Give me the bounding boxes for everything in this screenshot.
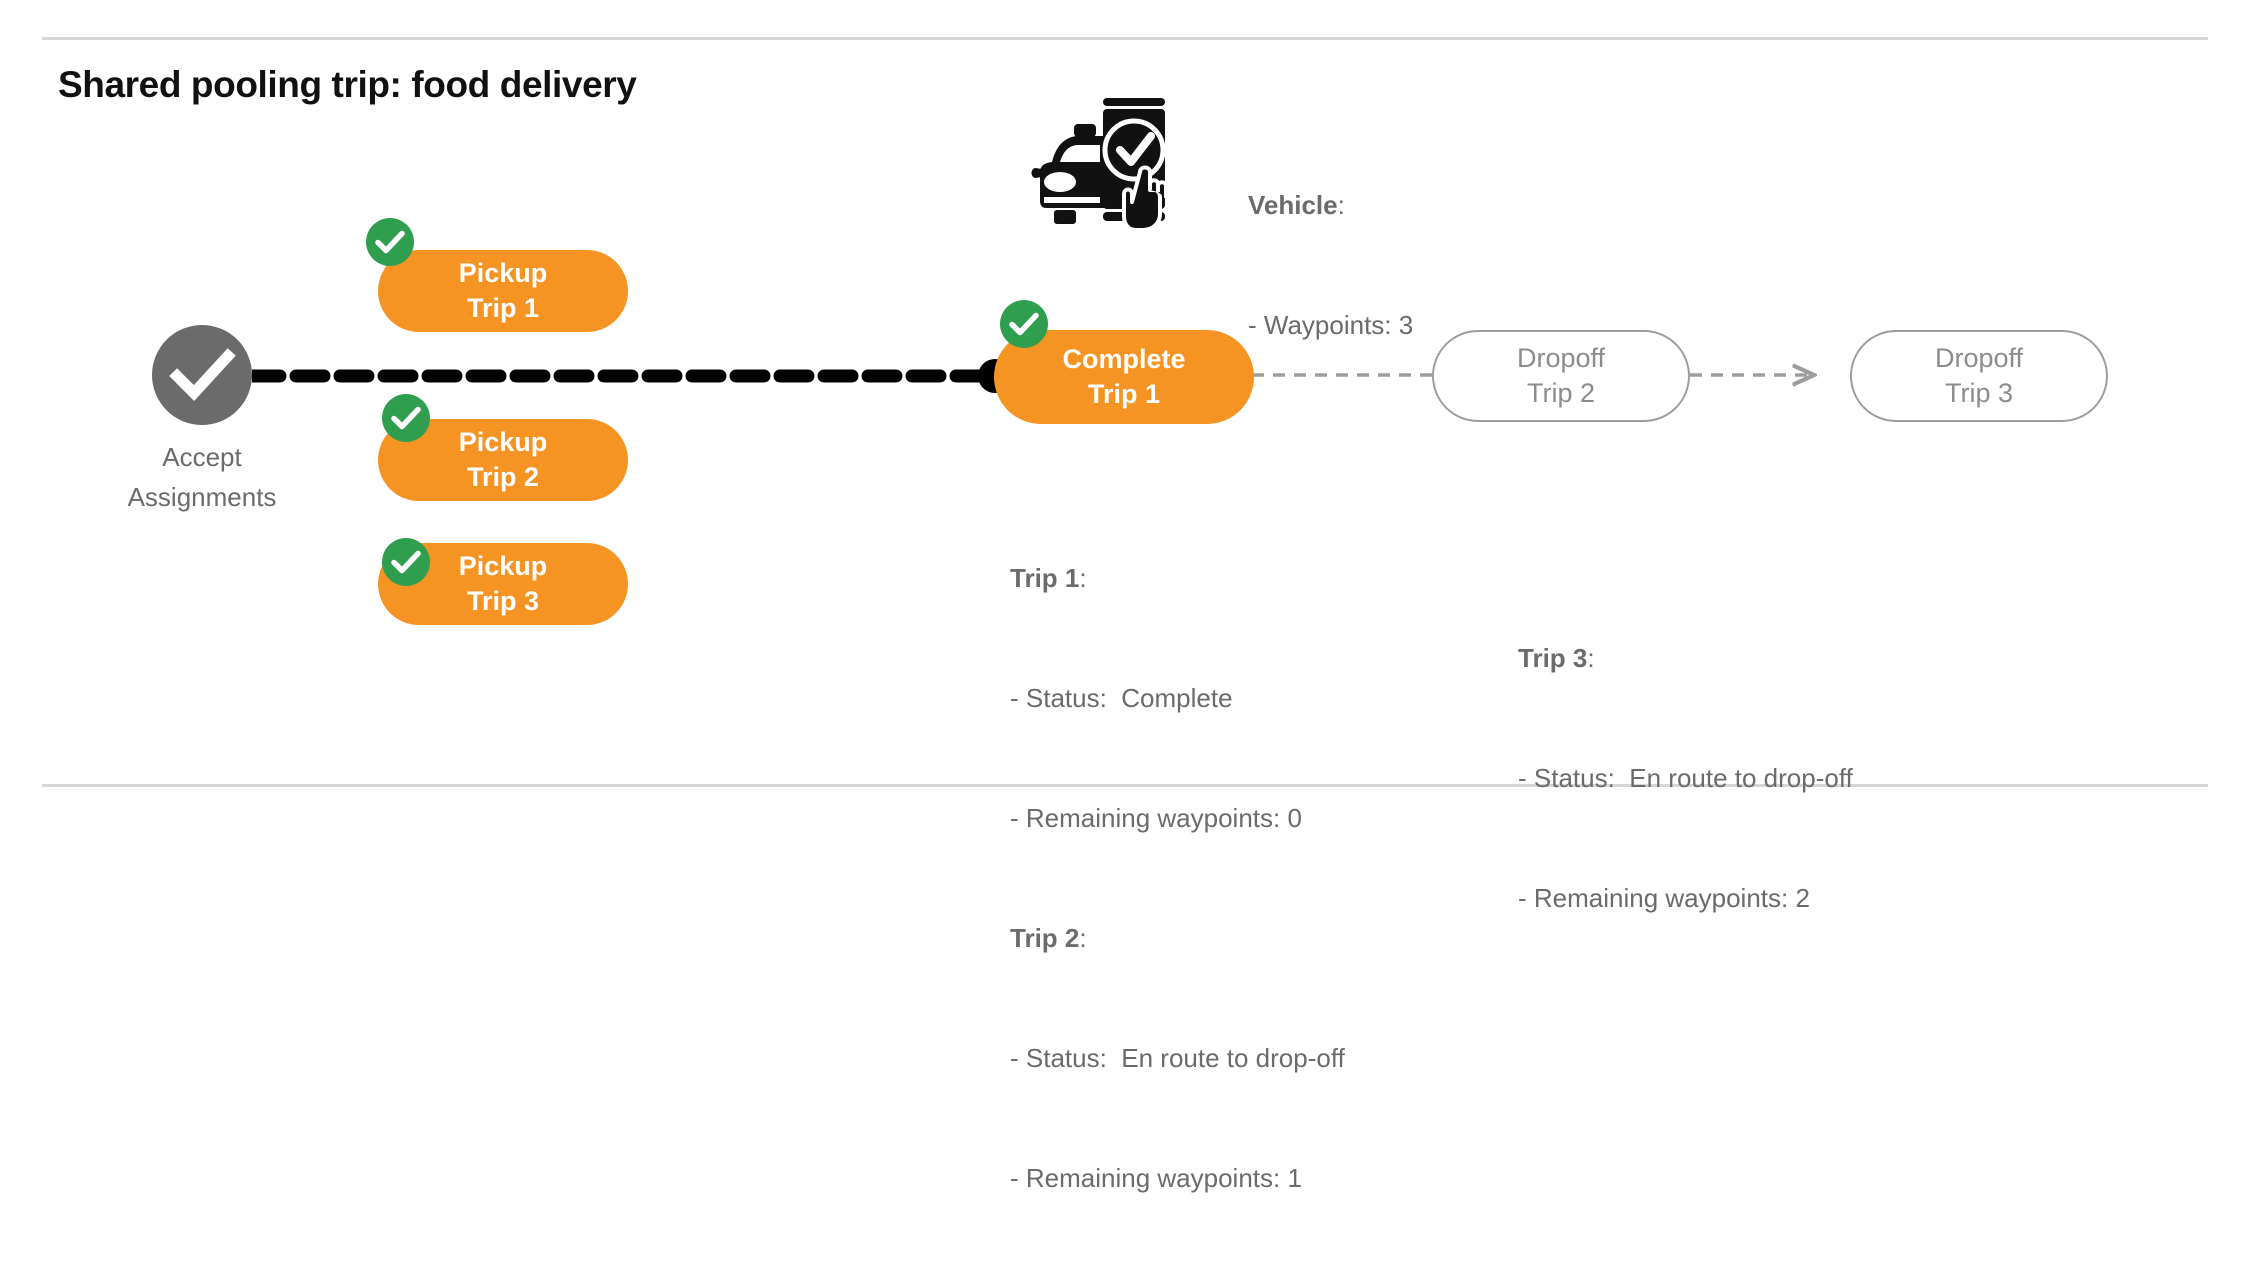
trip-3-info-block: Trip 3: - Status: En route to drop-off -… (1518, 558, 1853, 998)
complete-trip-1-line1: Complete (1062, 344, 1186, 374)
trip-2-waypoints: - Remaining waypoints: 1 (1010, 1163, 1302, 1193)
dropoff-trip-2-line1: Dropoff (1516, 343, 1606, 373)
diagram-slide: Shared pooling trip: food delivery (42, 37, 2208, 1193)
bottom-divider (42, 784, 2208, 787)
dropoff-trip-2-node[interactable]: Dropoff Trip 2 (1432, 330, 1690, 422)
trip-2-heading: Trip 2 (1010, 923, 1080, 953)
vehicle-info-block: Vehicle: - Waypoints: 3 (1248, 105, 1413, 425)
car-phone-check-icon (1030, 90, 1190, 232)
vehicle-info-heading: Vehicle (1248, 190, 1338, 220)
connector-dropoff2-to-dropoff3 (1690, 362, 1825, 388)
pickup-trip-3-check-icon (382, 538, 430, 586)
trip-1-status: - Status: Complete (1010, 683, 1233, 713)
pickup-trip-1-line2: Trip 1 (466, 293, 540, 323)
connector-accept-to-complete (245, 369, 1001, 383)
check-circle-icon (152, 325, 252, 425)
trip-1-2-info-block: Trip 1: - Status: Complete - Remaining w… (1010, 478, 1345, 1278)
pickup-trip-2-line1: Pickup (458, 427, 548, 457)
trip-3-heading-suffix: : (1587, 643, 1595, 673)
dropoff-trip-3-line2: Trip 3 (1944, 378, 2013, 408)
vehicle-info-heading-row: Vehicle: (1248, 185, 1413, 225)
trip-1-heading-row: Trip 1: (1010, 558, 1345, 598)
pickup-trip-1-check-icon (366, 218, 414, 266)
accept-assignments-label: Accept Assignments (127, 442, 277, 512)
trip-3-status: - Status: En route to drop-off (1518, 763, 1853, 793)
pickup-trip-1-line1: Pickup (458, 258, 548, 288)
trip-2-heading-row: Trip 2: (1010, 918, 1345, 958)
trip-1-waypoints: - Remaining waypoints: 0 (1010, 803, 1302, 833)
pickup-trip-1-node[interactable]: Pickup Trip 1 (378, 250, 628, 332)
page-title: Shared pooling trip: food delivery (58, 64, 637, 105)
connector-complete-to-dropoff2 (1252, 368, 1432, 382)
pickup-trip-3-node[interactable]: Pickup Trip 3 (378, 543, 628, 625)
pickup-trip-3-line2: Trip 3 (466, 586, 540, 616)
vehicle-info-waypoints: - Waypoints: 3 (1248, 310, 1414, 340)
accept-assignments-node[interactable]: Accept Assignments (128, 325, 276, 512)
dropoff-trip-3-node[interactable]: Dropoff Trip 3 (1850, 330, 2108, 422)
trip-1-heading: Trip 1 (1010, 563, 1080, 593)
top-divider (42, 37, 2208, 40)
complete-trip-1-line2: Trip 1 (1087, 379, 1161, 409)
pickup-trip-2-check-icon (382, 394, 430, 442)
trip-3-heading: Trip 3 (1518, 643, 1588, 673)
trip-2-heading-suffix: : (1079, 923, 1087, 953)
trip-3-waypoints: - Remaining waypoints: 2 (1518, 883, 1810, 913)
vehicle-info-heading-suffix: : (1337, 190, 1345, 220)
complete-trip-1-check-icon (1000, 300, 1048, 348)
dropoff-trip-3-line1: Dropoff (1934, 343, 2024, 373)
trip-3-heading-row: Trip 3: (1518, 638, 1853, 678)
complete-trip-1-node[interactable]: Complete Trip 1 (994, 330, 1254, 424)
trip-2-status: - Status: En route to drop-off (1010, 1043, 1345, 1073)
dropoff-trip-2-line2: Trip 2 (1526, 378, 1595, 408)
trip-1-heading-suffix: : (1079, 563, 1087, 593)
pickup-trip-3-line1: Pickup (458, 551, 548, 581)
pickup-trip-2-line2: Trip 2 (466, 462, 540, 492)
